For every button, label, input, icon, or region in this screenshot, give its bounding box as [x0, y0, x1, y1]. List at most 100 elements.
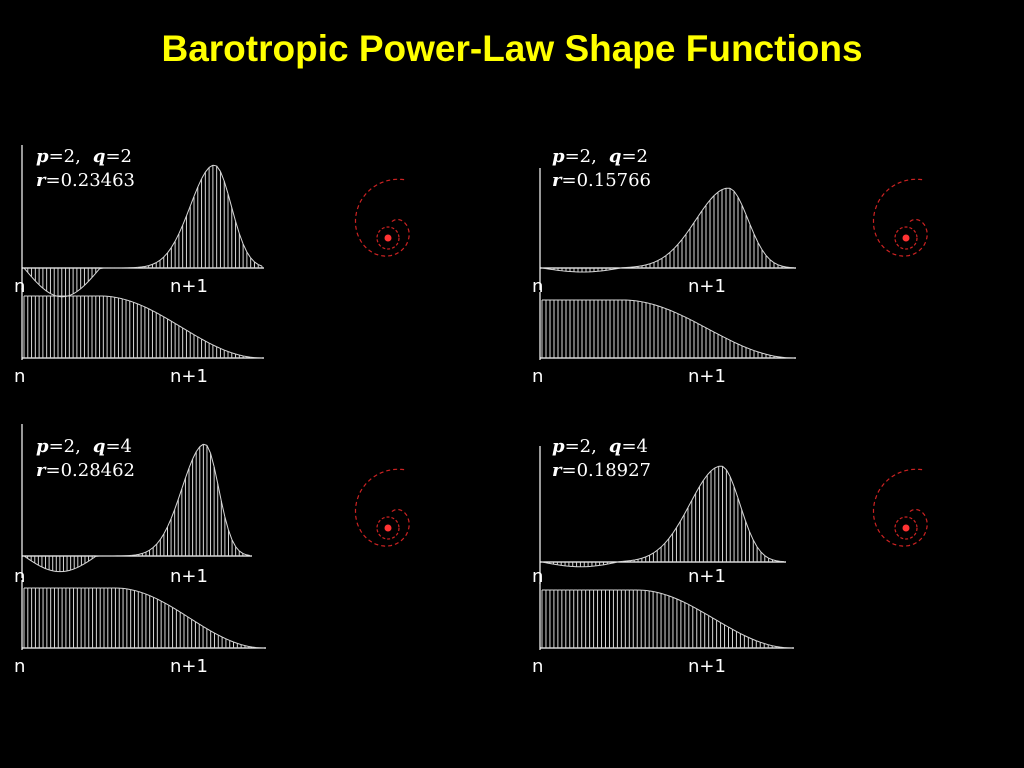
upper-curve-seg: [676, 521, 681, 528]
upper-curve-seg: [34, 562, 39, 566]
p-symbol: p: [36, 436, 49, 457]
upper-curve-seg: [760, 551, 766, 557]
lower-curve-seg: [720, 622, 725, 626]
upper-curve-seg: [170, 509, 176, 519]
lower-curve-seg: [178, 325, 183, 329]
upper-curve-seg: [553, 269, 559, 271]
upper-curve-seg: [645, 554, 650, 558]
lower-curve-seg: [168, 604, 173, 608]
lower-curve-seg: [227, 351, 232, 354]
lower-curve-seg: [208, 342, 214, 346]
upper-curve-seg: [757, 242, 763, 250]
upper-curve-seg: [72, 291, 78, 295]
upper-curve-seg: [224, 516, 229, 531]
upper-curve-seg: [699, 480, 704, 487]
upper-curve-seg: [76, 288, 81, 293]
lower-curve-seg: [231, 352, 236, 355]
upper-curve-seg: [238, 550, 244, 554]
lower-curve-seg: [149, 595, 154, 598]
upper-curve-seg: [772, 559, 777, 562]
upper-curve-seg: [541, 561, 546, 564]
upper-curve-seg: [50, 293, 55, 296]
lower-curve-seg: [145, 593, 150, 597]
upper-curve-seg: [66, 569, 71, 572]
figure-background: [8, 133, 1018, 673]
upper-curve-seg: [152, 543, 158, 548]
lower-curve-seg: [701, 325, 707, 329]
upper-curve-seg: [687, 500, 693, 508]
lower-curve-seg: [696, 608, 701, 612]
upper-curve-seg: [749, 224, 755, 235]
upper-curve-seg: [84, 281, 89, 286]
upper-curve-seg: [768, 557, 773, 561]
upper-curve-seg: [77, 565, 82, 568]
lower-curve-seg: [637, 300, 643, 303]
upper-curve-seg: [613, 267, 619, 270]
upper-curve-seg: [657, 257, 663, 261]
lower-curve-seg: [221, 636, 227, 640]
upper-curve-seg: [689, 222, 695, 229]
lower-curve-seg: [197, 336, 202, 340]
lower-curve-seg: [680, 600, 686, 604]
center-point: [384, 234, 392, 242]
upper-shape-plot: [539, 168, 796, 290]
lower-curve-seg: [665, 308, 671, 311]
upper-curve-seg: [156, 539, 161, 545]
upper-curve-seg: [737, 497, 743, 510]
lower-curve-seg: [172, 607, 177, 611]
lower-curve-seg: [768, 644, 773, 647]
lower-curve-seg: [660, 592, 666, 596]
upper-curve-seg: [163, 526, 168, 534]
lower-axis-end: n+1: [688, 656, 726, 677]
upper-curve-seg: [46, 290, 51, 295]
upper-axis-start: n: [532, 276, 543, 297]
lower-curve-seg: [697, 323, 703, 327]
upper-curve-seg: [549, 562, 554, 565]
upper-curve-seg: [34, 280, 40, 286]
upper-curve-seg: [645, 263, 651, 266]
upper-curve-seg: [181, 477, 186, 489]
lower-curve-seg: [198, 623, 204, 627]
upper-shape-plot: [539, 446, 786, 584]
lower-curve-seg: [167, 318, 172, 322]
upper-curve-seg: [91, 272, 97, 278]
upper-curve-seg: [549, 268, 555, 271]
lower-curve-seg: [205, 340, 210, 344]
lower-axis-end: n+1: [688, 366, 726, 387]
panel-p2-q4-a: p=2,q=4 r=0.28462 n n+1 n n+1: [0, 0, 410, 677]
upper-curve-seg: [695, 486, 700, 494]
lower-curve-seg: [769, 354, 775, 357]
lower-curve-seg: [761, 352, 767, 355]
lower-curve-seg: [171, 320, 176, 324]
lower-curve-seg: [179, 611, 185, 615]
upper-curve-seg: [213, 466, 219, 484]
lower-curve-seg: [653, 304, 659, 307]
lower-curve-seg: [182, 327, 187, 331]
upper-curve-seg: [30, 560, 36, 564]
upper-curve-seg: [653, 549, 658, 554]
upper-axis-end: n+1: [688, 276, 726, 297]
lower-curve-seg: [756, 640, 761, 643]
upper-curve-seg: [777, 264, 783, 267]
upper-curve-seg: [145, 549, 150, 553]
q-symbol: q: [93, 436, 106, 457]
upper-curve-seg: [212, 164, 217, 167]
r-value: =0.15766: [561, 170, 651, 191]
upper-curve-seg: [776, 560, 781, 562]
panel-p2-q4-b: p=2,q=4 r=0.18927 n n+1 n n+1: [0, 0, 928, 677]
lower-curve-seg: [753, 350, 759, 353]
lower-curve-seg: [684, 602, 690, 606]
lower-curve-seg: [709, 329, 715, 333]
center-point: [902, 524, 910, 532]
lower-axis-end: n+1: [170, 656, 208, 677]
upper-shape-plot: [21, 145, 264, 298]
q-value: =2: [621, 146, 648, 167]
lower-curve-seg: [189, 332, 195, 336]
lower-curve-seg: [130, 589, 135, 591]
q-symbol: q: [609, 146, 622, 167]
lower-curve-seg: [712, 617, 717, 621]
p-value: =2,: [565, 436, 597, 457]
upper-curve-seg: [721, 187, 727, 191]
lower-curve-seg: [725, 337, 731, 341]
upper-curve-seg: [69, 293, 74, 297]
